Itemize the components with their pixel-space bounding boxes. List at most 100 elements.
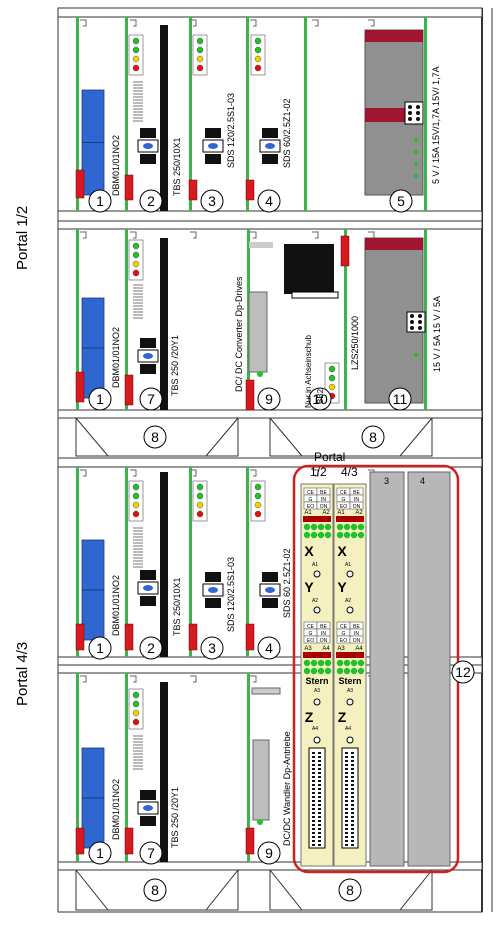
connector-led	[350, 531, 358, 539]
slot-hook	[250, 19, 257, 27]
status-led	[254, 64, 262, 72]
status-led	[254, 492, 262, 500]
status-led	[132, 718, 140, 726]
callout-circle	[257, 189, 281, 213]
dsub-pin	[312, 824, 315, 826]
dsub-pin	[351, 772, 354, 774]
converter-top	[249, 242, 273, 248]
dsub-pin	[318, 820, 321, 822]
dsub-pin	[345, 776, 348, 778]
connector-led	[317, 667, 325, 675]
dsub-pin	[312, 836, 315, 838]
dsub-pin	[351, 796, 354, 798]
terminal-pin	[418, 320, 422, 324]
board-edge	[76, 229, 79, 410]
dsub-pin	[351, 800, 354, 802]
empty-slot	[407, 471, 451, 867]
dsub-pin	[345, 832, 348, 834]
axis-letter: Z	[305, 709, 314, 725]
status-led	[196, 510, 204, 518]
dsub-pin	[345, 760, 348, 762]
status-text: EO	[340, 638, 347, 644]
connector-led	[310, 523, 318, 531]
plug-block	[140, 364, 156, 374]
callout-number: 12	[455, 664, 471, 680]
plug-block	[140, 128, 156, 138]
dsub-pin	[345, 768, 348, 770]
callout-number: 8	[346, 882, 354, 898]
connector-led	[317, 531, 325, 539]
board-edge	[76, 17, 79, 211]
slot-hook	[190, 675, 197, 683]
section-dividers	[57, 7, 483, 871]
slot-hook	[190, 469, 197, 477]
dsub-pin	[345, 820, 348, 822]
connector-led	[317, 659, 325, 667]
dsub-pin	[351, 824, 354, 826]
module-label: SDS 60/2.5Z1-02	[282, 98, 292, 168]
dsub-pin	[312, 772, 315, 774]
dsub-pin	[345, 808, 348, 810]
connector-led	[324, 531, 332, 539]
connector-red	[124, 623, 134, 651]
status-led	[132, 46, 140, 54]
board-edge	[76, 467, 79, 657]
portal-slot4: 4	[420, 476, 426, 486]
callout-circle	[308, 387, 332, 411]
status-led	[257, 819, 263, 825]
dsub-pin	[351, 804, 354, 806]
status-led	[132, 64, 140, 72]
plug-block	[205, 154, 221, 164]
terminal-pin	[408, 111, 412, 115]
dsub-pin	[351, 820, 354, 822]
status-text: G	[342, 497, 346, 503]
plug-blue	[208, 143, 218, 149]
pin-label: A4	[355, 646, 363, 652]
dsub-pin	[351, 844, 354, 846]
connector-red	[75, 371, 85, 403]
dsub-pin	[318, 836, 321, 838]
board-edge	[189, 467, 192, 657]
dsub-pin	[318, 832, 321, 834]
connector-led	[303, 531, 311, 539]
dsub-pin	[318, 808, 321, 810]
status-text: BE	[320, 624, 327, 630]
status-led	[328, 383, 336, 391]
status-led	[196, 55, 204, 63]
slot-hook	[130, 231, 137, 239]
module-label: SDS 120/2.5S1-03	[226, 92, 236, 168]
axis-letter: X	[304, 543, 314, 559]
status-led	[132, 242, 140, 250]
module-label: DC/DC Wandler Dp-Antriebe	[282, 731, 292, 846]
callout-number: 9	[265, 845, 273, 861]
module-label: 15 V / 5A 15 V / 5A	[432, 295, 442, 372]
connector-red	[124, 374, 134, 406]
dsub-pin	[345, 844, 348, 846]
dsub-pin	[345, 800, 348, 802]
pin-bar	[303, 652, 331, 658]
connector-red	[188, 179, 198, 201]
callout-number: 3	[208, 640, 216, 656]
pin-bar	[336, 652, 364, 658]
dsub-pin	[312, 812, 315, 814]
callout-number: 7	[147, 845, 155, 861]
status-led	[132, 37, 140, 45]
dsub-pin	[345, 752, 348, 754]
axis-sub: A3	[347, 688, 353, 694]
terminal-pin	[416, 111, 420, 115]
board-edge	[247, 673, 250, 862]
dsub-pin	[312, 808, 315, 810]
plug-blue	[143, 353, 153, 359]
dsub-pin	[312, 784, 315, 786]
pin-label: A1	[337, 510, 345, 516]
connector-led	[343, 531, 351, 539]
psu-led	[414, 150, 418, 154]
dsub-pin	[351, 836, 354, 838]
module-label: DBM01/01NO2	[111, 134, 121, 196]
converter-top	[251, 687, 281, 695]
dsub-pin	[318, 780, 321, 782]
axis-sub: A1	[345, 562, 351, 568]
dsub-pin	[312, 804, 315, 806]
axis-sub: A2	[345, 598, 351, 604]
